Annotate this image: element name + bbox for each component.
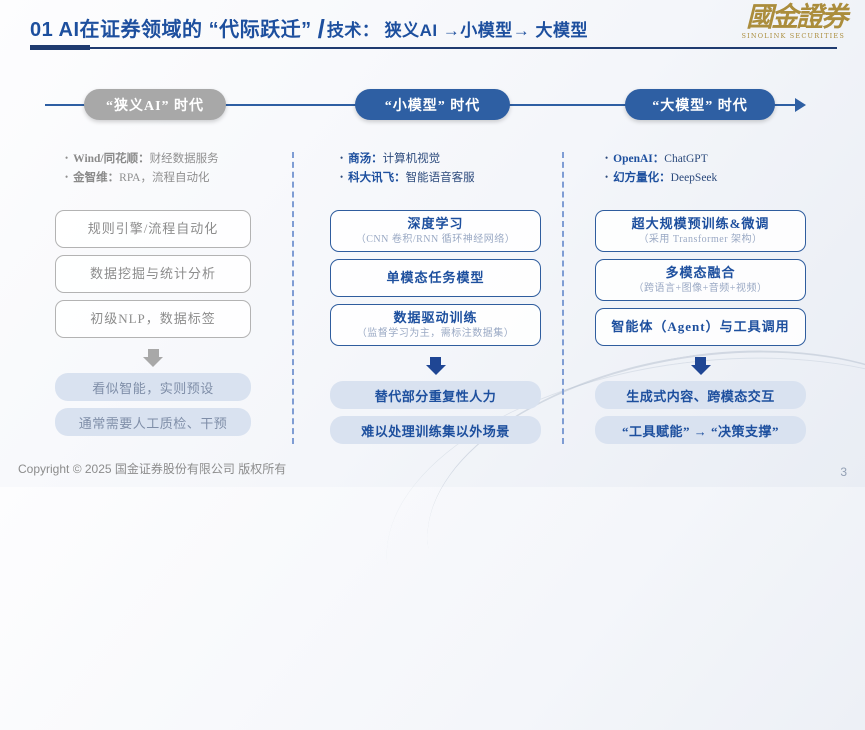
column-divider-2	[562, 152, 564, 444]
column-narrow-ai: • Wind/同花顺：财经数据服务 • 金智维：RPA，流程自动化 规则引擎/流程自…	[55, 148, 251, 443]
bullet-desc: DeepSeek	[670, 171, 718, 184]
column-large-model: • OpenAI：ChatGPT • 幻方量化：DeepSeek 超大规模预训练&微…	[595, 148, 806, 451]
bullet-icon: •	[340, 153, 344, 163]
bullet-icon: •	[605, 153, 609, 163]
capability-box: 单模态任务模型	[330, 259, 541, 297]
down-arrow-icon	[55, 349, 251, 367]
bullet-company: 幻方量化：	[613, 171, 671, 184]
bullet-item: • OpenAI：ChatGPT	[605, 150, 806, 169]
era-pill-large-model: “大模型” 时代	[625, 89, 775, 120]
arrow-head	[143, 357, 163, 367]
result-box: 生成式内容、跨模态交互	[595, 381, 806, 409]
header-divider-accent	[30, 45, 90, 50]
capability-title: 多模态融合	[665, 264, 736, 280]
company-bullets: • 商汤：计算机视觉 • 科大讯飞：智能语音客服	[340, 150, 541, 198]
capability-subtitle: （CNN 卷积/RNN 循环神经网络）	[355, 233, 516, 245]
page-title: 01 AI在证券领域的 “代际跃迁”/技术： 狭义AI →小模型→ 大模型	[30, 13, 588, 45]
capability-subtitle: （监督学习为主，需标注数据集）	[356, 327, 515, 339]
capability-subtitle: （跨语言+图像+音频+视频）	[633, 282, 768, 294]
logo-english-text: SINOLINK SECURITIES	[741, 32, 845, 40]
bullet-desc: ChatGPT	[664, 153, 708, 165]
timeline-arrow-icon	[795, 98, 806, 112]
logo-chinese-text: 國金證券	[746, 2, 848, 33]
bullet-icon: •	[340, 171, 344, 182]
capability-title: 超大规模预训练&微调	[631, 215, 770, 231]
bullet-desc: 计算机视觉	[382, 153, 441, 165]
capability-title: 深度学习	[407, 215, 464, 231]
bullet-desc: 智能语音客服	[405, 171, 475, 184]
column-divider-1	[292, 152, 294, 444]
capability-box: 智能体（Agent）与工具调用	[595, 308, 806, 346]
arrow-stem	[695, 357, 706, 365]
title-slash: /	[317, 14, 325, 44]
company-bullets: • OpenAI：ChatGPT • 幻方量化：DeepSeek	[605, 150, 806, 198]
capability-title: 数据驱动训练	[393, 309, 478, 325]
capability-box: 多模态融合 （跨语言+图像+音频+视频）	[595, 259, 806, 301]
bullet-icon: •	[605, 171, 609, 182]
bullet-item: • 金智维：RPA，流程自动化	[65, 169, 251, 188]
result-box: “工具赋能” → “决策支撑”	[595, 416, 806, 444]
capability-title: 数据挖掘与统计分析	[89, 265, 216, 281]
bullet-company: 科大讯飞：	[348, 171, 406, 184]
down-arrow-icon	[330, 357, 541, 375]
capability-title: 初级NLP，数据标签	[90, 310, 216, 326]
bullet-icon: •	[65, 171, 69, 182]
capability-title: 智能体（Agent）与工具调用	[611, 318, 790, 334]
company-bullets: • Wind/同花顺：财经数据服务 • 金智维：RPA，流程自动化	[65, 150, 251, 198]
bullet-item: • 商汤：计算机视觉	[340, 150, 541, 169]
capability-title: 规则引擎/流程自动化	[87, 220, 219, 236]
page-number: 3	[840, 465, 847, 479]
capability-box: 深度学习 （CNN 卷积/RNN 循环神经网络）	[330, 210, 541, 252]
bullet-company: Wind/同花顺：	[73, 153, 150, 165]
result-box: 看似智能，实则预设	[55, 373, 251, 401]
capability-subtitle: （采用 Transformer 架构）	[638, 233, 763, 245]
bullet-desc: RPA，流程自动化	[119, 171, 210, 184]
title-main: 01 AI在证券领域的 “代际跃迁”	[30, 19, 312, 41]
capability-box: 规则引擎/流程自动化	[55, 210, 251, 248]
arrow-head	[425, 365, 446, 375]
bullet-company: OpenAI：	[613, 153, 665, 165]
header-divider	[30, 47, 837, 49]
bullet-desc: 财经数据服务	[149, 153, 219, 165]
arrow-stem	[147, 349, 159, 357]
era-pill-narrow-ai: “狭义AI” 时代	[84, 89, 226, 120]
company-logo: 國金證券 SINOLINK SECURITIES	[741, 4, 851, 40]
bullet-item: • 幻方量化：DeepSeek	[605, 169, 806, 188]
bullet-icon: •	[65, 153, 69, 163]
arrow-head	[690, 365, 711, 375]
down-arrow-icon	[595, 357, 806, 375]
result-box: 替代部分重复性人力	[330, 381, 541, 409]
title-subtitle: 技术： 狭义AI →小模型→ 大模型	[326, 21, 589, 40]
capability-box: 数据驱动训练 （监督学习为主，需标注数据集）	[330, 304, 541, 346]
result-box: 通常需要人工质检、干预	[55, 408, 251, 436]
bullet-company: 金智维：	[73, 171, 120, 184]
bullet-item: • Wind/同花顺：财经数据服务	[65, 150, 251, 169]
arrow-stem	[430, 357, 441, 365]
bullet-item: • 科大讯飞：智能语音客服	[340, 169, 541, 188]
result-box: 难以处理训练集以外场景	[330, 416, 541, 444]
capability-title: 单模态任务模型	[386, 269, 485, 285]
column-small-model: • 商汤：计算机视觉 • 科大讯飞：智能语音客服 深度学习 （CNN 卷积/RNN …	[330, 148, 541, 451]
capability-box: 初级NLP，数据标签	[55, 300, 251, 338]
bullet-company: 商汤：	[348, 153, 383, 165]
era-pill-small-model: “小模型” 时代	[355, 89, 510, 120]
capability-box: 数据挖掘与统计分析	[55, 255, 251, 293]
capability-box: 超大规模预训练&微调 （采用 Transformer 架构）	[595, 210, 806, 252]
copyright-text: Copyright © 2025 国金证券股份有限公司 版权所有	[18, 462, 287, 476]
